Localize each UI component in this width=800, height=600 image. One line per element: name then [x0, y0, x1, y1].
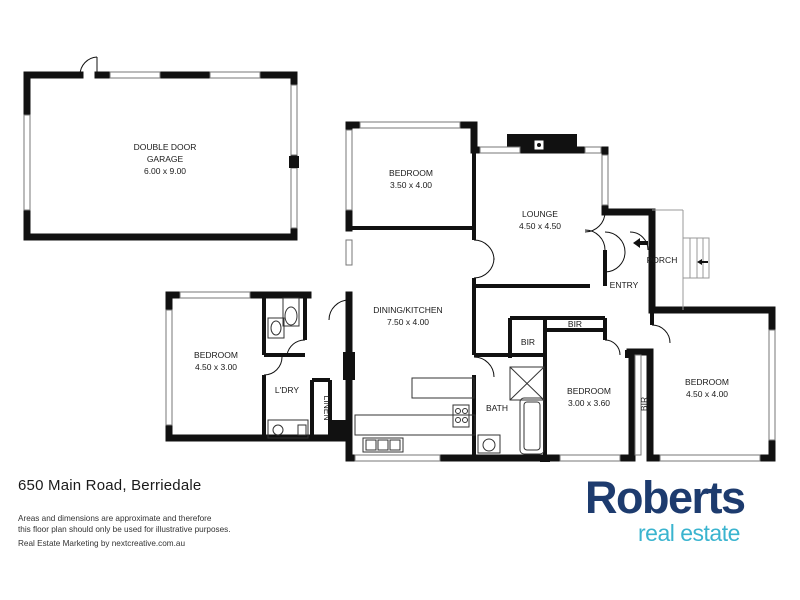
bath-label: BATH — [486, 403, 508, 413]
linen-label: LINEN — [322, 395, 332, 420]
house-windows — [165, 121, 776, 462]
disclaimer: Areas and dimensions are approximate and… — [18, 514, 298, 535]
bedroom-right-dims: 4.50 x 4.00 — [686, 389, 728, 399]
laundry-label: L'DRY — [275, 385, 299, 395]
garage-name-line1: DOUBLE DOOR — [134, 142, 197, 152]
garage-door-swing — [79, 56, 98, 76]
disclaimer-line2: this floor plan should only be used for … — [18, 524, 231, 534]
lounge-dims: 4.50 x 4.50 — [519, 221, 561, 231]
bir-left-label: BIR — [521, 337, 535, 347]
bedroom-mid-dims: 3.00 x 3.60 — [568, 398, 610, 408]
bedroom-top-dims: 3.50 x 4.00 — [390, 180, 432, 190]
brand-subtitle: real estate — [638, 520, 740, 546]
fireplace-dot — [537, 143, 541, 147]
garage-dims: 6.00 x 9.00 — [144, 166, 186, 176]
marketing-credit: Real Estate Marketing by nextcreative.co… — [18, 539, 186, 548]
bedroom-mid-name: BEDROOM — [567, 386, 611, 396]
bir-right-label: BIR — [639, 397, 649, 411]
entry-label: ENTRY — [610, 280, 639, 290]
disclaimer-line1: Areas and dimensions are approximate and… — [18, 514, 212, 523]
entry-arrows — [633, 238, 708, 265]
bedroom-top-name: BEDROOM — [389, 168, 433, 178]
bedroom-left-dims: 4.50 x 3.00 — [195, 362, 237, 372]
brand-logo: Roberts real estate — [585, 472, 785, 550]
house-walls — [165, 121, 776, 462]
garage-pillar — [289, 156, 299, 168]
lounge-name: LOUNGE — [522, 209, 558, 219]
floor-plan: DOUBLE DOOR GARAGE 6.00 x 9.00 BEDROOM 3… — [23, 56, 776, 462]
property-address: 650 Main Road, Berriedale — [18, 477, 202, 494]
dining-kitchen-dims: 7.50 x 4.00 — [387, 317, 429, 327]
interior-walls — [262, 150, 654, 458]
bedroom-left-name: BEDROOM — [194, 350, 238, 360]
porch-steps — [652, 209, 710, 310]
door-swings — [263, 211, 671, 378]
fixtures — [267, 297, 545, 455]
garage-name-line2: GARAGE — [147, 154, 184, 164]
bir-top-label: BIR — [568, 319, 582, 329]
bedroom-right-name: BEDROOM — [685, 377, 729, 387]
dining-kitchen-name: DINING/KITCHEN — [373, 305, 442, 315]
wall-blocks — [330, 134, 637, 462]
porch-label: PORCH — [647, 255, 678, 265]
brand-name: Roberts — [585, 472, 746, 523]
